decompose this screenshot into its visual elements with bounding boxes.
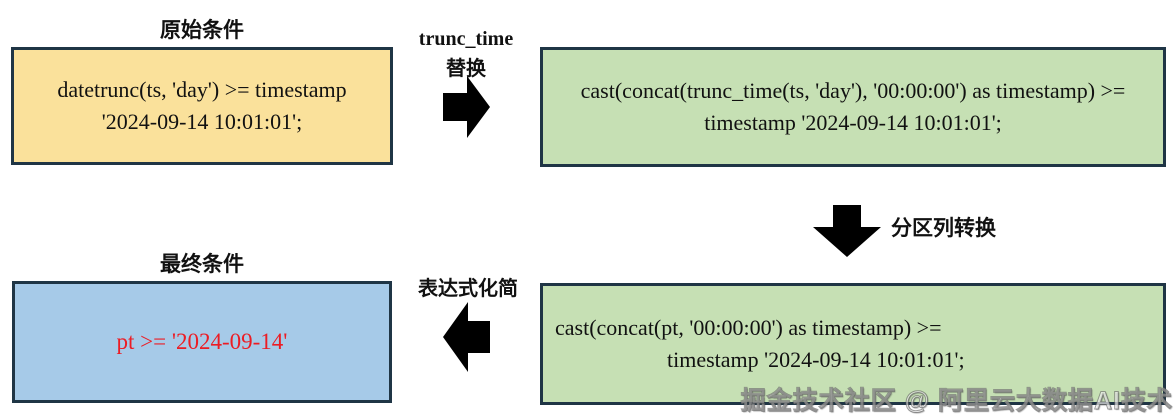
trunc-time-label-en: trunc_time xyxy=(418,28,514,50)
partition-converted-code-line1: cast(concat(pt, '00:00:00') as timestamp… xyxy=(555,315,942,341)
arrow-left-icon xyxy=(443,302,490,372)
expression-simplify-label: 表达式化简 xyxy=(418,278,518,300)
final-condition-code: pt >= '2024-09-14' xyxy=(116,329,288,355)
trunc-replaced-code-line2: timestamp '2024-09-14 10:01:01'; xyxy=(704,110,1002,135)
final-condition-box: pt >= '2024-09-14' xyxy=(12,281,392,403)
partition-converted-code-line2: timestamp '2024-09-14 10:01:01'; xyxy=(667,347,965,372)
trunc-replaced-code-line1: cast(concat(trunc_time(ts, 'day'), '00:0… xyxy=(580,78,1126,104)
partition-convert-label: 分区列转换 xyxy=(891,217,996,240)
watermark-text: 掘金技术社区 @ 阿里云大数据AI技术 xyxy=(740,387,1173,416)
arrow-right-icon xyxy=(443,76,490,138)
trunc-replaced-box: cast(concat(trunc_time(ts, 'day'), '00:0… xyxy=(540,47,1166,167)
arrow-down-icon xyxy=(813,205,881,257)
final-condition-title: 最终条件 xyxy=(160,253,244,276)
trunc-time-label-zh: 替换 xyxy=(446,58,486,80)
partition-converted-box: cast(concat(pt, '00:00:00') as timestamp… xyxy=(540,283,1166,405)
original-condition-code-line2: '2024-09-14 10:01:01'; xyxy=(101,109,303,134)
original-condition-title: 原始条件 xyxy=(160,19,244,42)
original-condition-code-line1: datetrunc(ts, 'day') >= timestamp xyxy=(57,77,347,103)
original-condition-box: datetrunc(ts, 'day') >= timestamp '2024-… xyxy=(11,47,393,165)
